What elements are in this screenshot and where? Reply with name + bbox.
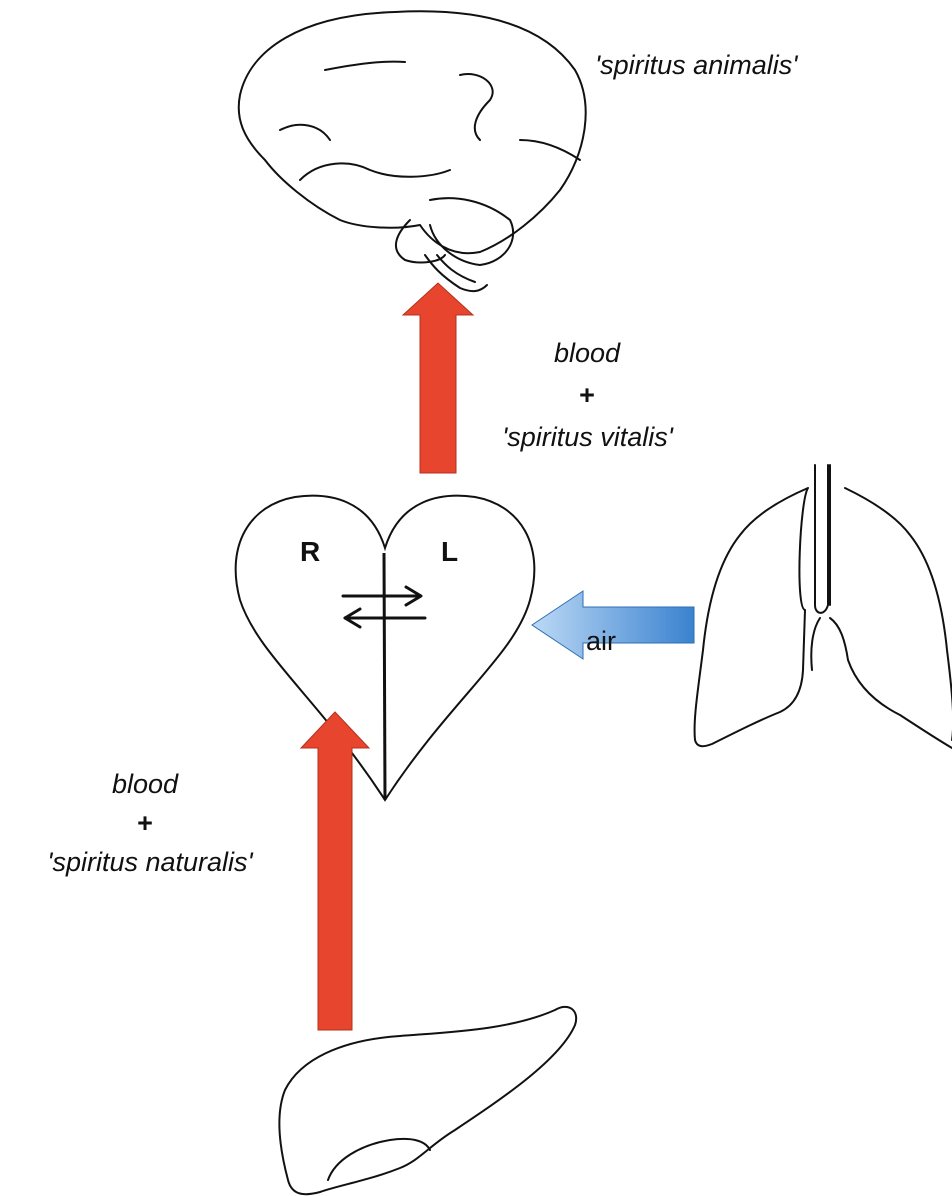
vital-blood-label: blood [512, 340, 662, 367]
air-label: air [586, 628, 616, 655]
lower-blood-arrow [301, 712, 369, 1030]
heart-icon [236, 496, 535, 800]
spiritus-naturalis-label: 'spiritus naturalis' [5, 849, 295, 876]
natural-plus-label: + [70, 810, 220, 837]
spiritus-vitalis-label: 'spiritus vitalis' [470, 424, 705, 451]
upper-blood-arrow [403, 283, 473, 473]
vital-plus-label: + [512, 382, 662, 409]
natural-blood-label: blood [70, 771, 220, 798]
heart-left-label: L [441, 538, 458, 566]
lungs-icon [695, 465, 952, 748]
spiritus-animalis-label: 'spiritus animalis' [595, 52, 797, 79]
heart-right-label: R [300, 538, 320, 566]
liver-icon [279, 1007, 576, 1194]
brain-icon [239, 11, 586, 291]
